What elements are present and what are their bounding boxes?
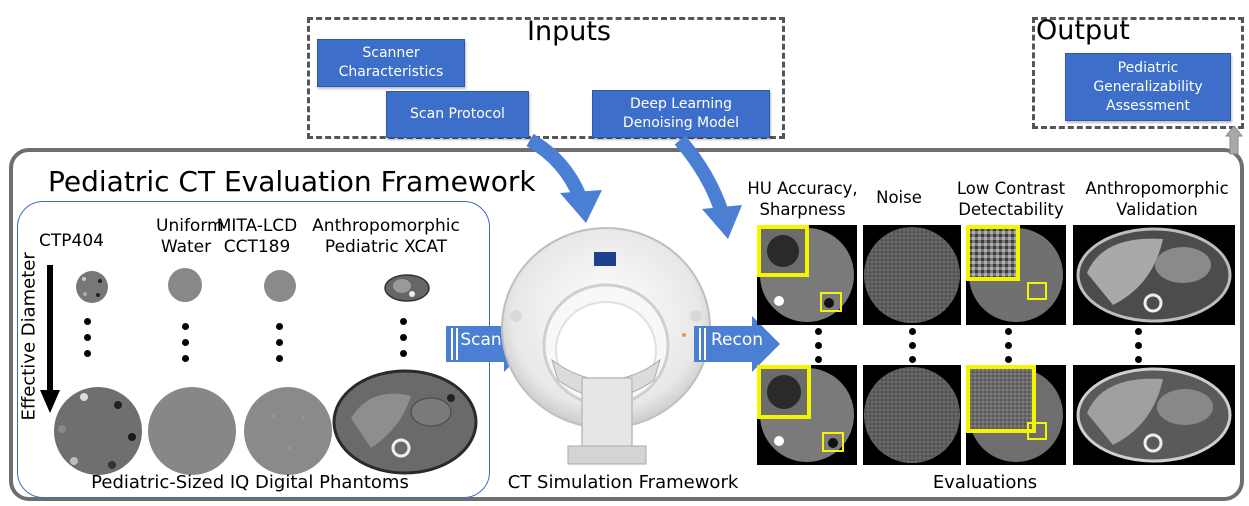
phantom-ctp404-large <box>54 387 142 475</box>
output-title: Output <box>1036 15 1130 46</box>
eval-tile-hu-bottom <box>757 365 857 465</box>
eval-tile-hu-top <box>757 225 857 325</box>
eval-tile-lcd-bottom <box>966 365 1066 465</box>
recon-arrow <box>694 316 780 372</box>
pediatric-generalizability-label: Pediatric Generalizability Assessment <box>1093 59 1203 114</box>
deep-learning-model-box: Deep Learning Denoising Model <box>592 90 770 138</box>
scanner-characteristics-box: Scanner Characteristics <box>317 39 465 87</box>
deep-learning-model-label: Deep Learning Denoising Model <box>622 96 740 131</box>
phantom-mita-large <box>244 387 332 475</box>
effective-diameter-label: Effective Diameter <box>18 252 40 421</box>
evaluation-framework-frame <box>9 148 1244 501</box>
phantom-mita-small <box>264 270 296 302</box>
phantom-xcat-small <box>384 274 430 302</box>
phantom-mita-ellipsis <box>276 323 284 373</box>
eval-col-noise: Noise <box>876 188 922 207</box>
eval-noise-ellipsis <box>909 328 917 368</box>
eval-col-anthropomorphic: Anthropomorphic Validation <box>1085 179 1229 219</box>
phantom-col-uniform-water: Uniform Water <box>156 216 224 257</box>
scan-protocol-label: Scan Protocol <box>410 106 505 122</box>
simulation-caption: CT Simulation Framework <box>507 472 739 493</box>
eval-tile-anthro-top <box>1073 225 1235 325</box>
phantom-water-large <box>148 387 236 475</box>
phantom-xcat-large <box>332 369 478 475</box>
eval-tile-lcd-top <box>966 225 1066 325</box>
denoising-model-arrow <box>674 135 742 239</box>
eval-anthro-ellipsis <box>1135 328 1143 368</box>
effective-diameter-arrow <box>40 265 60 413</box>
scan-label: Scan <box>460 330 502 350</box>
inputs-title: Inputs <box>527 16 611 47</box>
output-group <box>1032 17 1244 129</box>
scan-protocol-arrow <box>526 133 602 223</box>
phantom-water-ellipsis <box>182 323 190 373</box>
phantom-col-mita-lcd: MITA-LCD CCT189 <box>216 216 298 257</box>
ct-scanner-illustration <box>501 227 711 465</box>
scan-protocol-box: Scan Protocol <box>386 91 529 138</box>
scanner-characteristics-label: Scanner Characteristics <box>338 45 444 80</box>
eval-tile-noise-top <box>863 225 961 325</box>
framework-title: Pediatric CT Evaluation Framework <box>48 165 536 198</box>
eval-lcd-ellipsis <box>1005 328 1013 368</box>
eval-tile-noise-bottom <box>863 365 961 465</box>
eval-col-lcd: Low Contrast Detectability <box>956 179 1066 219</box>
phantom-col-ctp404: CTP404 <box>39 231 104 251</box>
phantom-xcat-ellipsis <box>400 318 408 368</box>
eval-col-hu-accuracy: HU Accuracy, Sharpness <box>747 179 858 219</box>
recon-label: Recon <box>710 330 764 350</box>
phantoms-caption: Pediatric-Sized IQ Digital Phantoms <box>91 472 409 493</box>
phantom-water-small <box>168 268 202 302</box>
phantom-ctp404-small <box>76 271 108 303</box>
pediatric-generalizability-box: Pediatric Generalizability Assessment <box>1065 53 1231 121</box>
phantom-col-xcat: Anthropomorphic Pediatric XCAT <box>312 216 460 257</box>
inputs-group <box>307 17 785 139</box>
eval-tile-anthro-bottom <box>1073 365 1235 465</box>
output-up-arrow <box>1224 125 1244 155</box>
phantom-ctp404-ellipsis <box>84 318 92 368</box>
eval-hu-ellipsis <box>815 328 823 368</box>
evaluations-caption: Evaluations <box>932 472 1038 493</box>
